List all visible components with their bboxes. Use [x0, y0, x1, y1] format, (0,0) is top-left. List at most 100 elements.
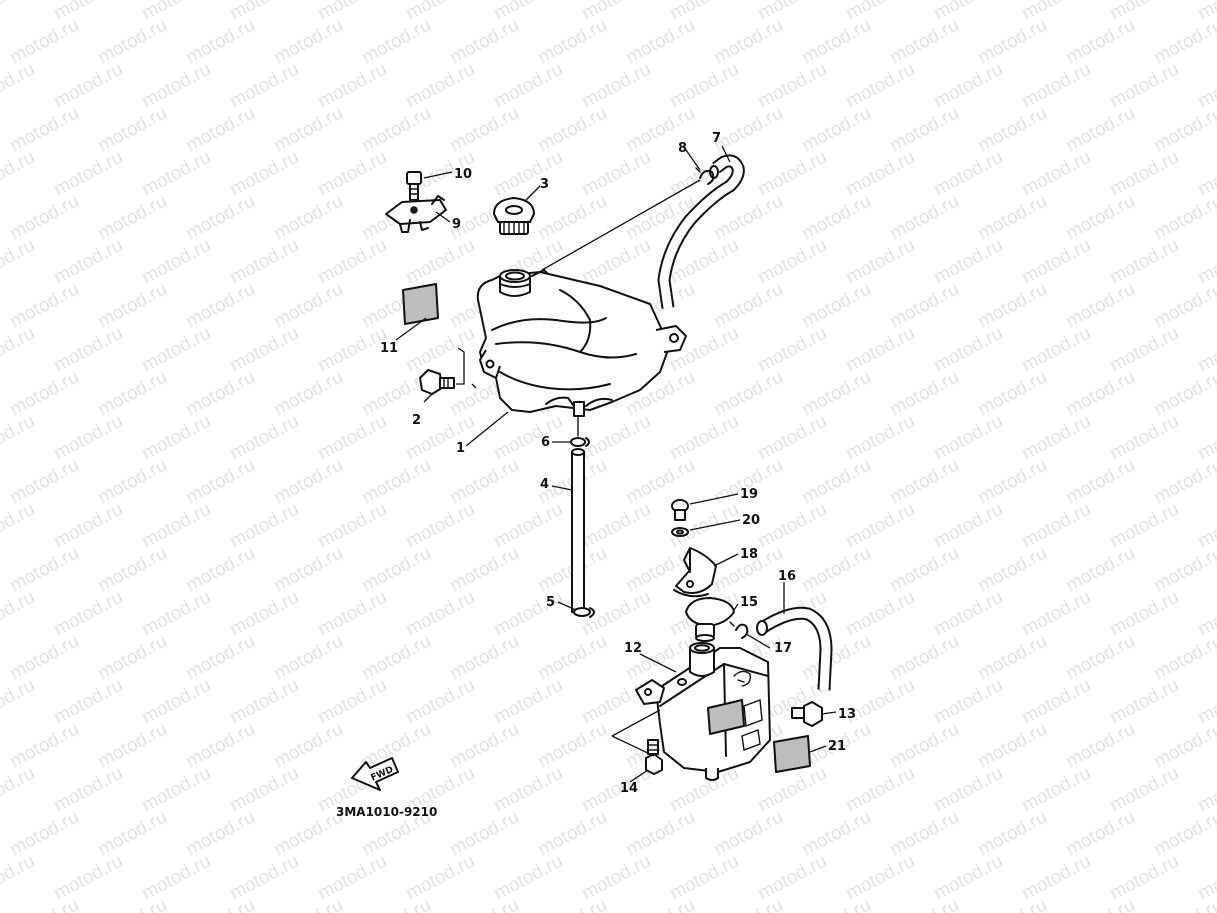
oil-tank-assembly: FWD: [351, 499, 833, 791]
watermark-text: motod.ru: [1018, 587, 1094, 641]
watermark-text: motod.ru: [94, 279, 170, 333]
part-11-pad: [402, 283, 439, 325]
watermark-text: motod.ru: [182, 103, 258, 157]
watermark-text: motod.ru: [94, 895, 170, 913]
watermark-text: motod.ru: [270, 895, 346, 913]
watermark-text: motod.ru: [622, 895, 698, 913]
part-20-washer: [671, 527, 689, 537]
watermark-text: motod.ru: [886, 807, 962, 861]
watermark-text: motod.ru: [666, 59, 742, 113]
part-2-bolt: [419, 369, 455, 395]
watermark-text: motod.ru: [94, 807, 170, 861]
watermark-text: motod.ru: [1106, 587, 1182, 641]
watermark-text: motod.ru: [1106, 763, 1182, 817]
watermark-text: motod.ru: [490, 675, 566, 729]
callout-10: 10: [454, 167, 472, 182]
callout-12: 12: [624, 641, 642, 656]
watermark-text: motod.ru: [138, 323, 214, 377]
watermark-text: motod.ru: [1018, 147, 1094, 201]
watermark-text: motod.ru: [754, 851, 830, 905]
watermark-text: motod.ru: [798, 455, 874, 509]
watermark-text: motod.ru: [182, 191, 258, 245]
watermark-text: motod.ru: [314, 851, 390, 905]
watermark-text: motod.ru: [50, 587, 126, 641]
watermark-text: motod.ru: [50, 675, 126, 729]
watermark-text: motod.ru: [138, 59, 214, 113]
callout-16: 16: [778, 569, 796, 584]
watermark-text: motod.ru: [0, 147, 39, 201]
watermark-text: motod.ru: [974, 103, 1050, 157]
watermark-text: motod.ru: [798, 631, 874, 685]
watermark-text: motod.ru: [710, 367, 786, 421]
watermark-text: motod.ru: [1062, 719, 1138, 773]
part-21-pad: [773, 735, 811, 773]
watermark-text: motod.ru: [226, 411, 302, 465]
watermark-text: motod.ru: [1018, 851, 1094, 905]
watermark-text: motod.ru: [270, 15, 346, 69]
callout-15: 15: [740, 595, 758, 610]
part-14-bolt: [645, 739, 663, 775]
part-15-oil-cap: [685, 597, 735, 642]
watermark-text: motod.ru: [94, 631, 170, 685]
callout-11: 11: [380, 341, 398, 356]
part-12-oil-tank: [635, 642, 771, 781]
part-6-clip: [570, 437, 590, 447]
watermark-text: motod.ru: [754, 235, 830, 289]
watermark-text: motod.ru: [358, 103, 434, 157]
watermark-text: motod.ru: [710, 103, 786, 157]
watermark-text: motod.ru: [270, 367, 346, 421]
watermark-text: motod.ru: [534, 807, 610, 861]
watermark-text: motod.ru: [710, 15, 786, 69]
watermark-text: motod.ru: [270, 191, 346, 245]
part-10-bolt: [406, 171, 422, 201]
watermark-text: motod.ru: [1018, 675, 1094, 729]
watermark-text: motod.ru: [534, 719, 610, 773]
callout-6: 6: [541, 435, 550, 450]
part-9-bracket: [385, 195, 447, 233]
watermark-text: motod.ru: [138, 147, 214, 201]
watermark-text: motod.ru: [930, 59, 1006, 113]
watermark-text: motod.ru: [94, 15, 170, 69]
watermark-text: motod.ru: [1062, 895, 1138, 913]
leader-lines: [395, 145, 837, 783]
watermark-text: motod.ru: [226, 235, 302, 289]
watermark-text: motod.ru: [886, 279, 962, 333]
part-13-bolt: [791, 701, 823, 727]
watermark-text: motod.ru: [6, 719, 82, 773]
watermark-text: motod.ru: [534, 895, 610, 913]
watermark-text: motod.ru: [1062, 543, 1138, 597]
callout-7: 7: [712, 131, 721, 146]
watermark-text: motod.ru: [182, 543, 258, 597]
watermark-text: motod.ru: [6, 191, 82, 245]
watermark-text: motod.ru: [358, 455, 434, 509]
watermark-text: motod.ru: [6, 103, 82, 157]
watermark-text: motod.ru: [0, 499, 39, 553]
watermark-text: motod.ru: [226, 499, 302, 553]
part-1-fuel-tank: [476, 269, 687, 417]
callout-19: 19: [740, 487, 758, 502]
watermark-text: motod.ru: [182, 279, 258, 333]
watermark-text: motod.ru: [534, 15, 610, 69]
watermark-text: motod.ru: [578, 763, 654, 817]
watermark-text: motod.ru: [622, 807, 698, 861]
callout-18: 18: [740, 547, 758, 562]
watermark-text: motod.ru: [886, 543, 962, 597]
watermark-text: motod.ru: [886, 103, 962, 157]
watermark-text: motod.ru: [1106, 411, 1182, 465]
watermark-text: motod.ru: [50, 851, 126, 905]
watermark-text: motod.ru: [1018, 499, 1094, 553]
watermark-text: motod.ru: [182, 895, 258, 913]
watermark-text: motod.ru: [402, 851, 478, 905]
watermark-text: motod.ru: [314, 411, 390, 465]
part-8-clip: [695, 167, 715, 185]
watermark-text: motod.ru: [666, 851, 742, 905]
watermark-text: motod.ru: [974, 191, 1050, 245]
watermark-text: motod.ru: [842, 147, 918, 201]
watermark-text: motod.ru: [1106, 499, 1182, 553]
callout-5: 5: [546, 595, 555, 610]
watermark-text: motod.ru: [622, 455, 698, 509]
watermark-text: motod.ru: [1062, 279, 1138, 333]
watermark-text: motod.ru: [842, 235, 918, 289]
